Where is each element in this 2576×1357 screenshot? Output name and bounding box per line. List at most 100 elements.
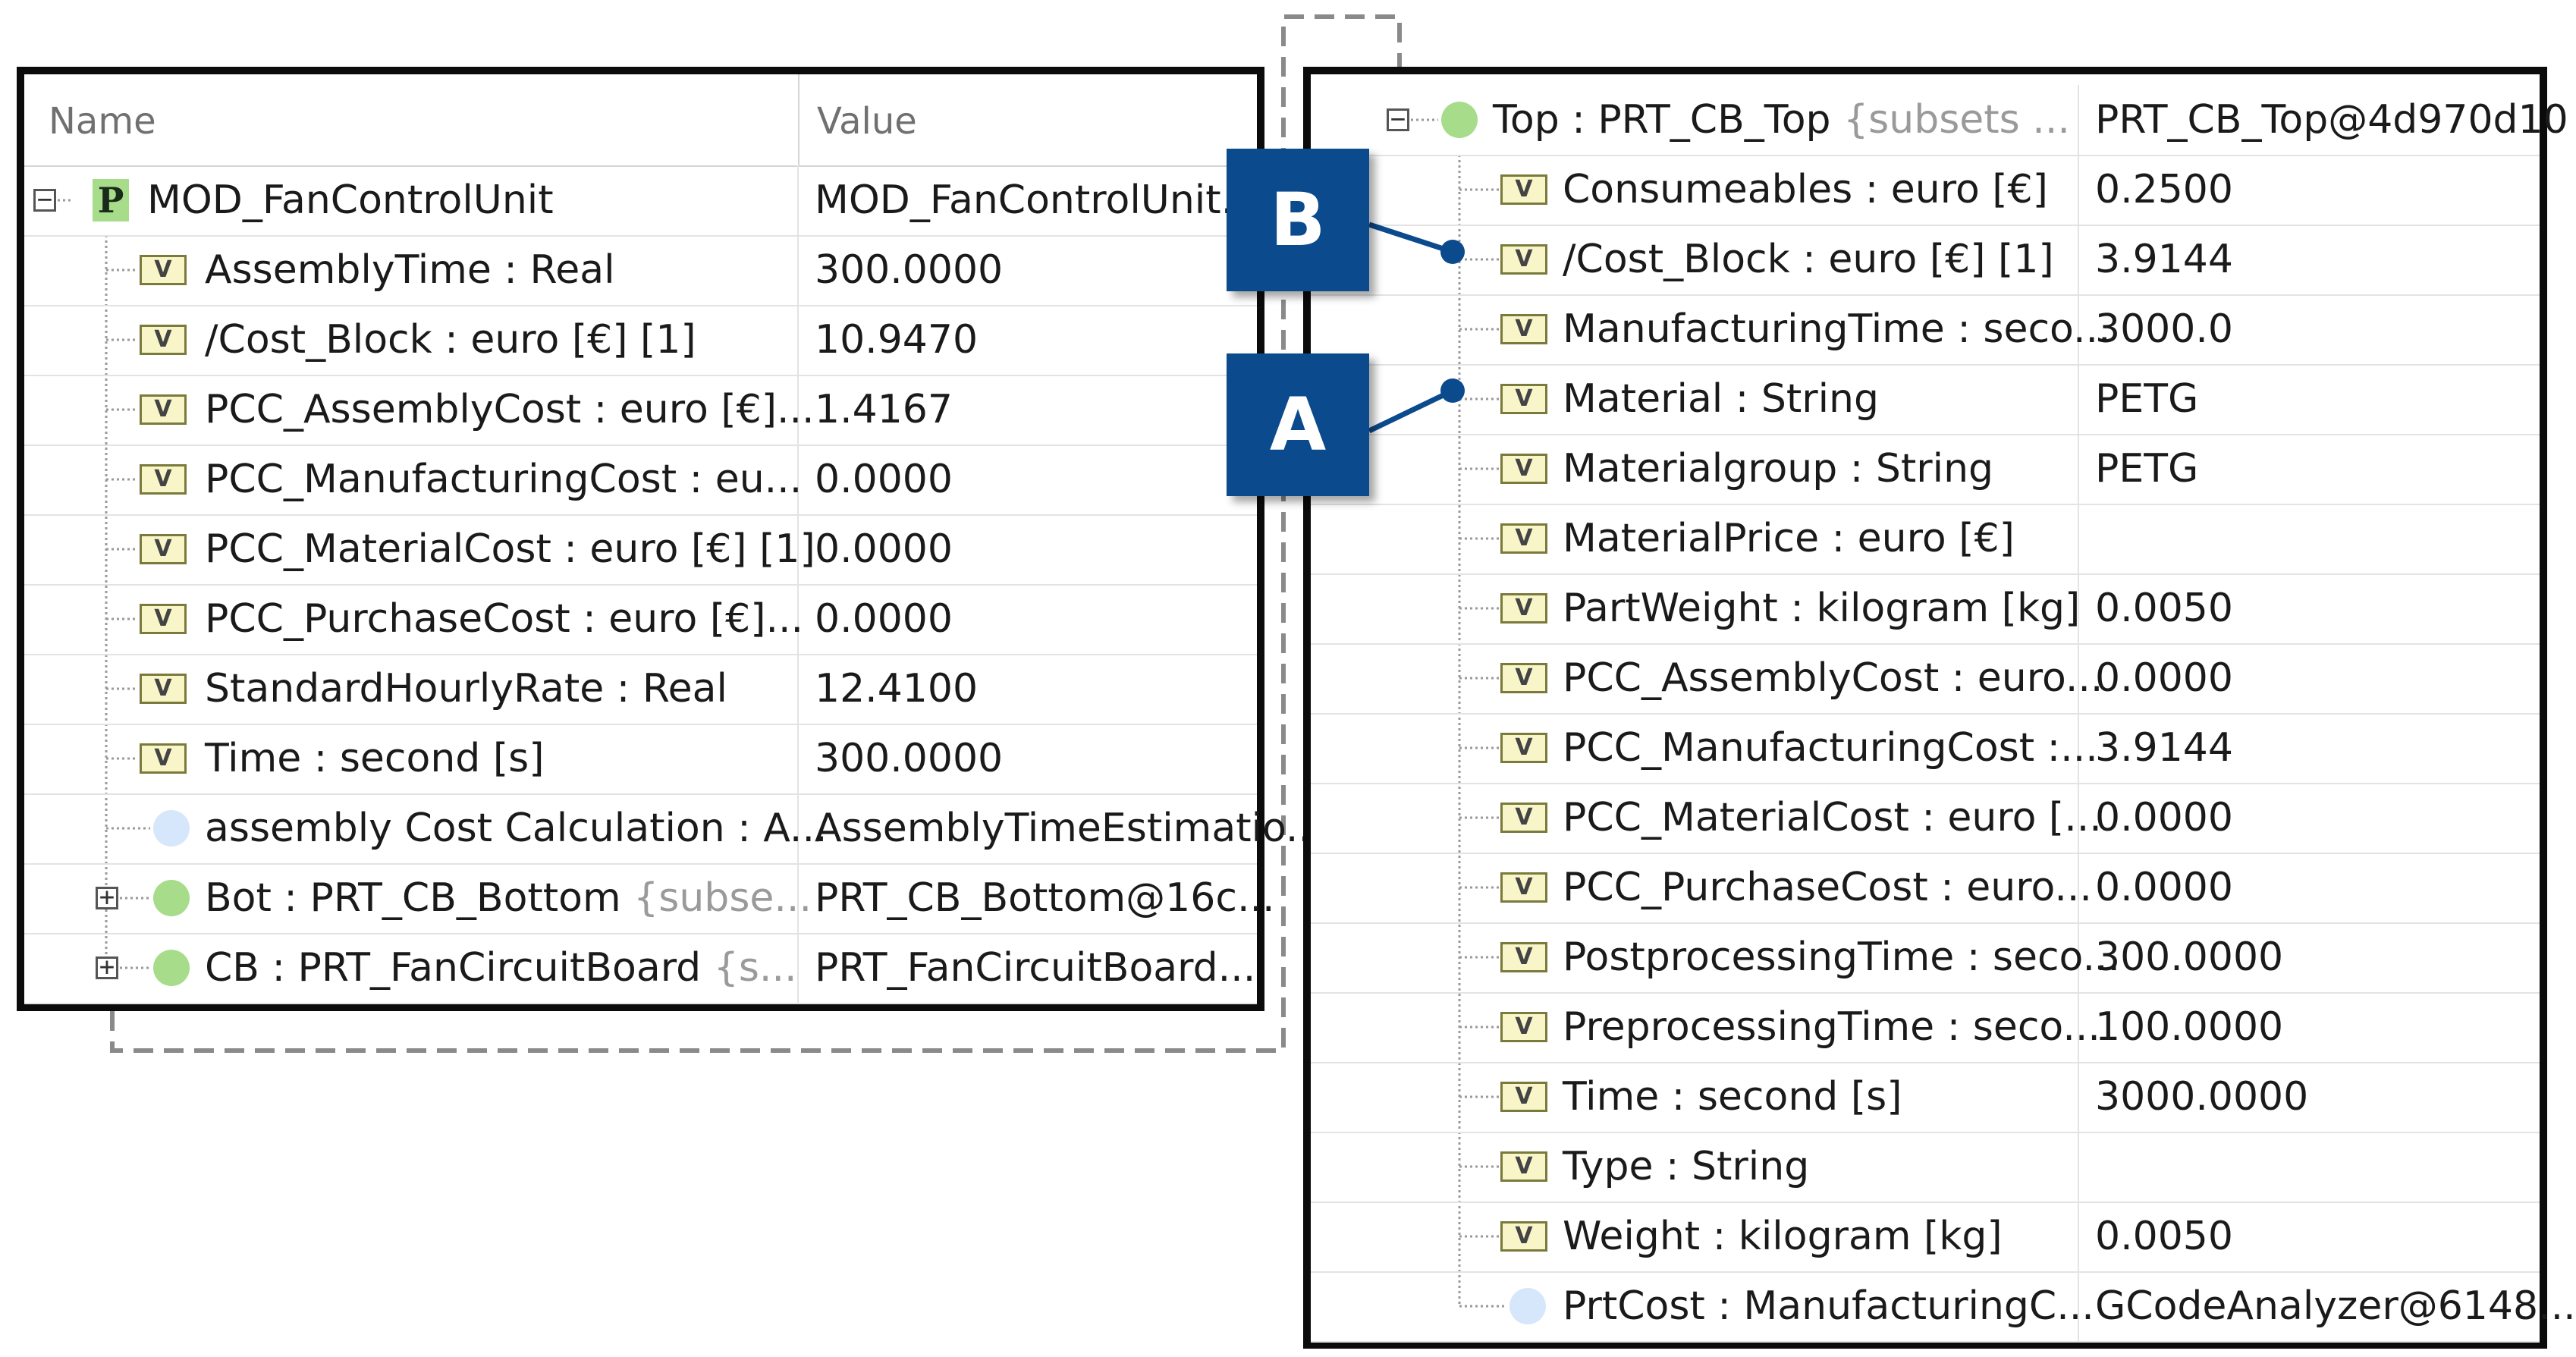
tree-row-value: 300.0000 (815, 247, 1004, 293)
part-subsets: {s... (713, 945, 797, 991)
tree-row-name: AssemblyTime : Real (205, 247, 615, 293)
tree-row-name: PCC_MaterialCost : euro [... (1563, 795, 2102, 840)
tree-row-name: Material : String (1563, 376, 1880, 422)
tree-row-name: assembly Cost Calculation : A... (205, 806, 828, 851)
tree-row-value: 0.0000 (2095, 865, 2233, 910)
tree-row-value: 3.9144 (2095, 725, 2233, 771)
calculation-icon (153, 810, 190, 847)
tree-row-name: PCC_AssemblyCost : euro... (1563, 655, 2103, 701)
expand-toggle[interactable]: + (96, 884, 118, 910)
tree-row-value: GCodeAnalyzer@6148... (2095, 1283, 2576, 1329)
tree-row-value: 10.9470 (815, 317, 979, 363)
tree-row-value: 300.0000 (815, 736, 1004, 781)
value-property-icon: V (1500, 523, 1547, 554)
tree-row-value: AssemblyTimeEstimatio... (815, 806, 1324, 851)
tree-row-value: PRT_CB_Bottom@16c... (815, 875, 1275, 921)
value-property-icon: V (140, 743, 187, 774)
tree-row-value: 0.0000 (815, 596, 953, 642)
tree-row-name: PCC_AssemblyCost : euro [€]... (205, 387, 815, 432)
value-property-icon: V (1500, 593, 1547, 624)
value-column-header[interactable]: Value (817, 100, 917, 143)
tree-row-property[interactable]: V PCC_MaterialCost : euro [...0.0000 (1311, 783, 2540, 854)
tree-row-property[interactable]: V/Cost_Block : euro [€] [1]10.9470 (24, 305, 1257, 376)
value-property-icon: V (1500, 1151, 1547, 1182)
tree-row-name: MaterialPrice : euro [€] (1563, 516, 2015, 561)
tree-row-name: Time : second [s] (1563, 1074, 1902, 1120)
value-property-icon: V (1500, 384, 1547, 414)
value-property-icon: V (1500, 872, 1547, 903)
tree-row-property[interactable]: V/Cost_Block : euro [€] [1]3.9144 (1311, 225, 2540, 296)
callout-b: B (1227, 149, 1369, 291)
collapse-toggle[interactable]: − (1387, 106, 1409, 132)
name-column-header[interactable]: Name (49, 100, 156, 143)
tree-row-name: Top : PRT_CB_Top {subsets ... (1493, 85, 2070, 155)
part-name: Bot : PRT_CB_Bottom (205, 875, 621, 921)
tree-row-name: Time : second [s] (205, 736, 545, 781)
tree-row-value: 0.0050 (2095, 586, 2233, 631)
value-property-icon: V (1500, 663, 1547, 693)
tree-row-value: PRT_FanCircuitBoard... (815, 945, 1256, 991)
tree-row-calculation[interactable]: assembly Cost Calculation : A...Assembly… (24, 793, 1324, 865)
tree-row-part[interactable]: + Bot : PRT_CB_Bottom {subse...PRT_CB_Bot… (24, 863, 1275, 935)
tree-row-name: PostprocessingTime : seco... (1563, 935, 2121, 980)
value-property-icon: V (140, 464, 187, 495)
tree-row-property[interactable]: V MaterialPrice : euro [€] (1311, 504, 2540, 575)
tree-row-part[interactable]: +CB : PRT_FanCircuitBoard {s...PRT_FanCi… (24, 933, 1257, 1004)
tree-row-value: 0.0000 (2095, 795, 2233, 840)
value-property-icon: V (1500, 174, 1547, 205)
tree-row-name: /Cost_Block : euro [€] [1] (1563, 237, 2054, 282)
tree-row-value: 300.0000 (2095, 935, 2284, 980)
tree-row-name: Bot : PRT_CB_Bottom {subse... (205, 863, 812, 933)
value-property-icon: V (140, 674, 187, 704)
value-property-icon: V (1500, 803, 1547, 833)
tree-row-name: Consumeables : euro [€] (1563, 167, 2048, 212)
callout-a: A (1227, 353, 1369, 496)
value-property-icon: V (140, 325, 187, 355)
tree-row-value: PRT_CB_Top@4d970d10 (2095, 97, 2568, 143)
value-property-icon: V (1500, 733, 1547, 763)
tree-row-value: 3000.0000 (2095, 1074, 2309, 1120)
tree-row-name: StandardHourlyRate : Real (205, 666, 727, 711)
tree-row-property[interactable]: V PCC_PurchaseCost : euro [€]...0.0000 (24, 584, 1257, 655)
collapse-toggle[interactable]: − (33, 187, 56, 212)
package-icon: P (93, 179, 129, 221)
tree-row-root[interactable]: − Top : PRT_CB_Top {subsets ... PRT_CB_Top… (1311, 85, 2568, 156)
tree-row-value: 100.0000 (2095, 1004, 2284, 1050)
tree-row-value: 3.9144 (2095, 237, 2233, 282)
tree-row-name: PCC_PurchaseCost : euro [€]... (205, 596, 804, 642)
tree-row-name: Weight : kilogram [kg] (1563, 1214, 2003, 1259)
expand-toggle[interactable]: + (96, 954, 118, 980)
tree-row-property[interactable]: V Time : second [s] 300.0000 (24, 724, 1257, 795)
part-icon (1441, 102, 1478, 138)
tree-row-name: MOD_FanControlUnit (147, 177, 554, 223)
value-property-icon: V (140, 534, 187, 564)
part-subsets: {subsets ... (1843, 97, 2070, 143)
tree-row-value: 0.0050 (2095, 1214, 2233, 1259)
value-property-icon: V (140, 604, 187, 634)
tree-row-value: 3000.0 (2095, 306, 2233, 352)
right-tree-panel: − Top : PRT_CB_Top {subsets ... PRT_CB_Top… (1303, 67, 2576, 1349)
tree-row-calculation[interactable]: PrtCost : ManufacturingC...GCodeAnalyzer… (1311, 1271, 2576, 1343)
callout-a-dot (1440, 379, 1465, 403)
